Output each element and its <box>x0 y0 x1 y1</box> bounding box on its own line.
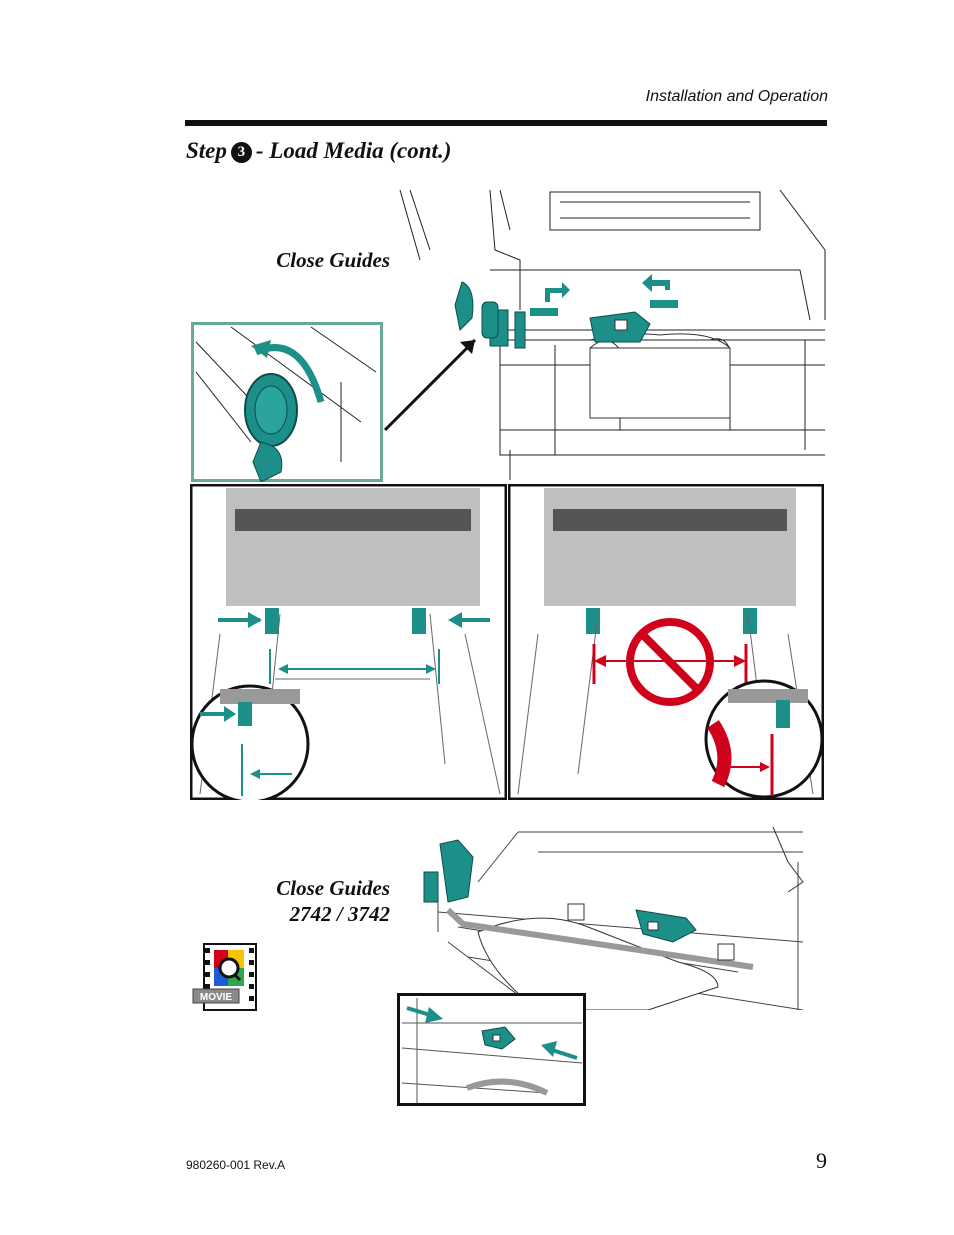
guides-correct-panel <box>190 484 507 800</box>
step-title: - Load Media (cont.) <box>255 138 452 163</box>
movie-icon[interactable]: MOVIE <box>192 942 260 1012</box>
guides-2742-inset <box>397 993 586 1106</box>
caption-line-2: 2742 / 3742 <box>289 902 390 926</box>
caption-close-guides: Close Guides <box>276 248 390 272</box>
quicktime-movie-icon: MOVIE <box>192 943 257 1011</box>
movie-icon-label: MOVIE <box>200 992 233 1003</box>
guides-incorrect-panel <box>508 484 824 800</box>
step-number-badge: 3 <box>230 142 252 163</box>
running-header: Installation and Operation <box>645 88 828 105</box>
guide-knob-inset <box>191 322 383 482</box>
document-number: 980260-001 Rev.A <box>186 1158 286 1172</box>
header-rule <box>185 120 827 126</box>
printer-guides-illustration <box>383 190 826 480</box>
printer-2742-illustration <box>423 826 804 1010</box>
page-number: 9 <box>816 1148 827 1173</box>
step-prefix: Step <box>186 138 227 163</box>
caption-close-guides-models: Close Guides 2742 / 3742 <box>200 875 390 927</box>
caption-line-1: Close Guides <box>276 876 390 900</box>
